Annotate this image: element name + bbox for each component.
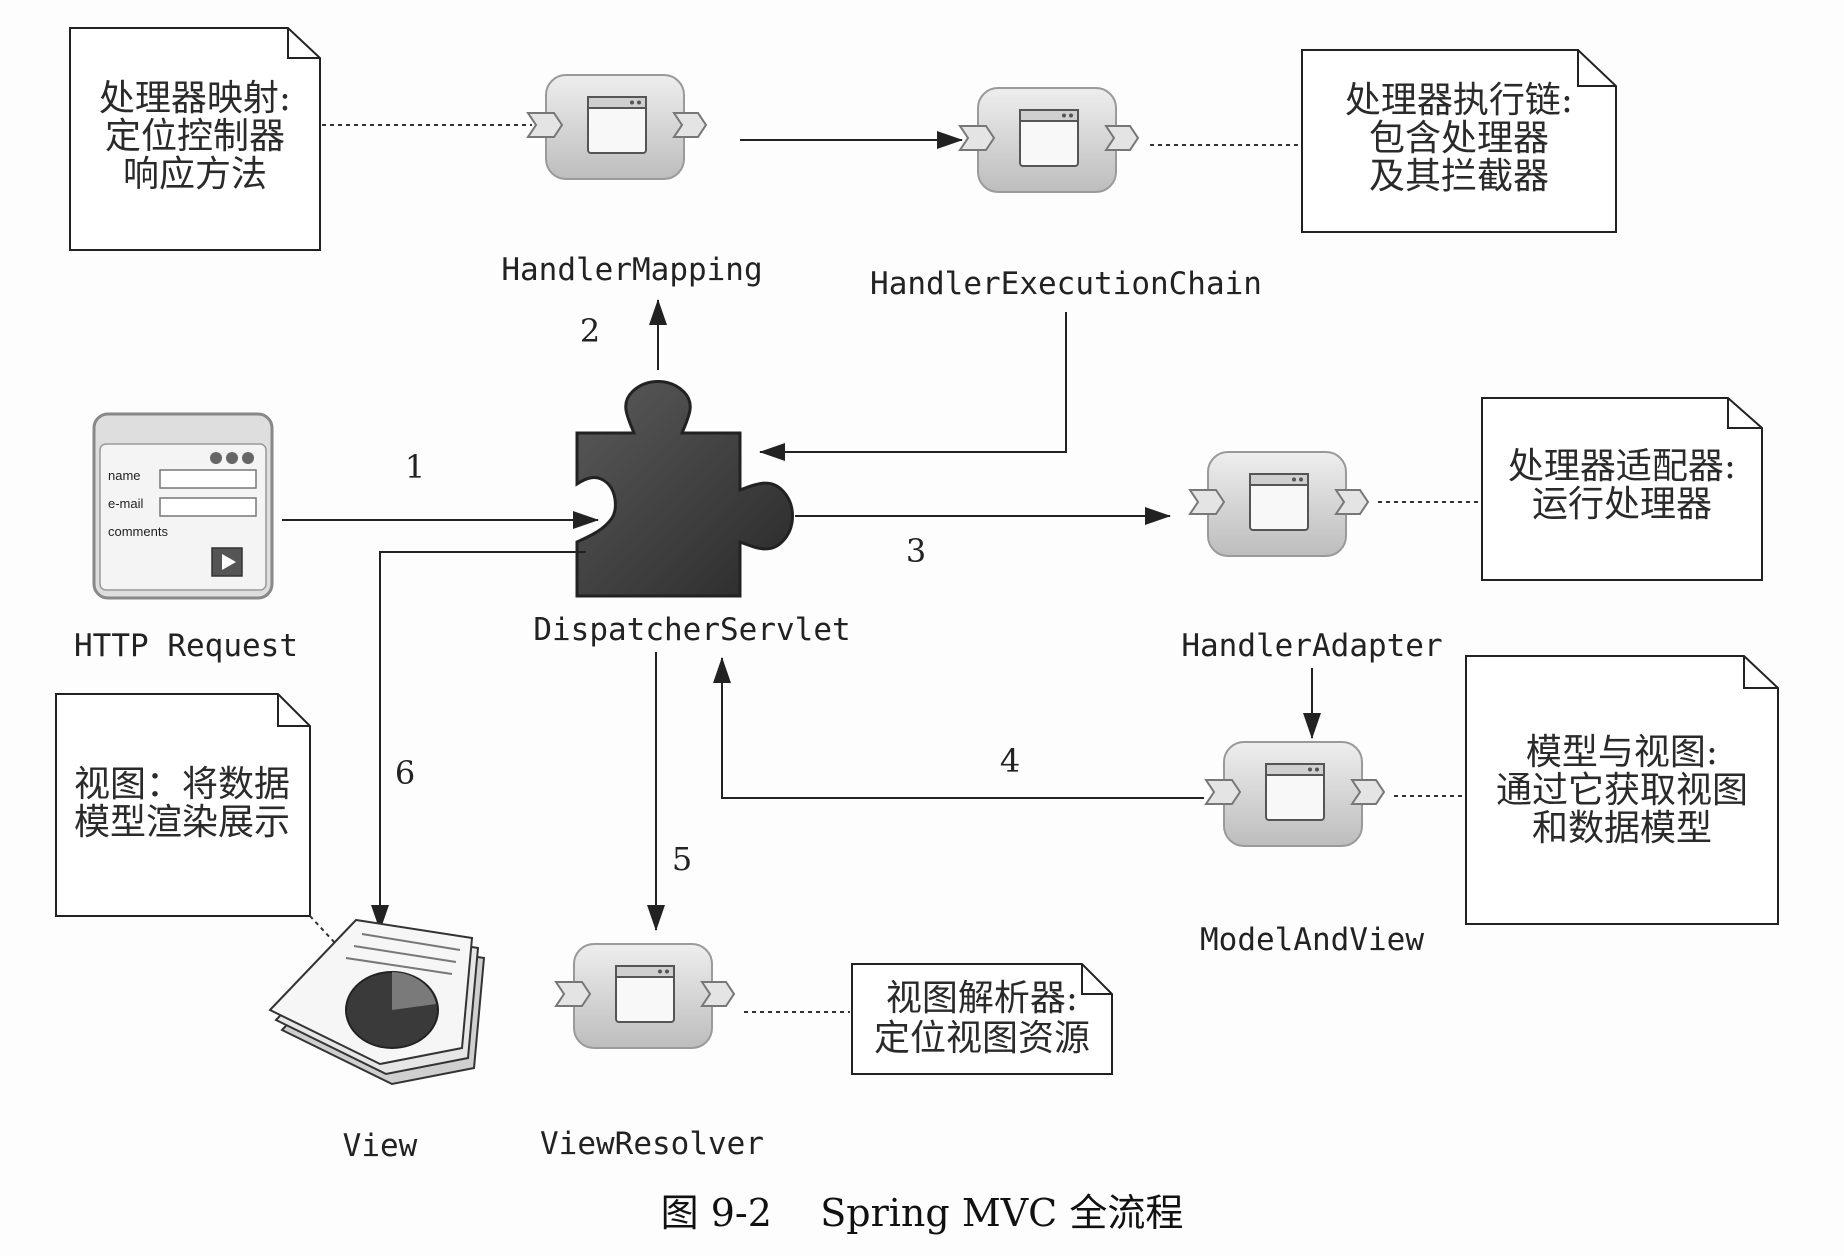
note-resolver-line1: 视图解析器:: [886, 978, 1078, 1019]
dispatcher-servlet-puzzle-icon: [575, 380, 794, 598]
note-mav-line3: 和数据模型: [1532, 808, 1712, 849]
note-model-and-view: 模型与视图: 通过它获取视图 和数据模型: [1465, 655, 1779, 925]
note-handler-mapping-line2: 定位控制器: [105, 116, 285, 157]
note-handler-mapping: 处理器映射: 定位控制器 响应方法: [69, 27, 321, 251]
form-name-field: [159, 469, 257, 489]
http-request-form-icon: name e-mail comments: [92, 412, 274, 600]
note-chain-line1: 处理器执行链:: [1345, 80, 1573, 121]
note-handler-adapter: 处理器适配器: 运行处理器: [1481, 397, 1763, 581]
arrow-step-6: [371, 551, 586, 931]
step-5-label: 5: [672, 840, 692, 878]
form-email-label: e-mail: [108, 496, 144, 511]
form-comments-label: comments: [108, 524, 168, 539]
label-http-request: HTTP Request: [74, 628, 298, 664]
view-document-stack-icon: [268, 918, 486, 1086]
step-3-label: 3: [906, 532, 926, 570]
note-chain-line3: 及其拦截器: [1369, 156, 1549, 197]
note-adapter-line1: 处理器适配器:: [1508, 446, 1736, 487]
step-6-label: 6: [395, 754, 415, 792]
step-4-label: 4: [1000, 742, 1020, 780]
label-view-resolver: ViewResolver: [540, 1126, 764, 1162]
arrow-chain-to-dispatcher: [759, 312, 1067, 461]
note-handler-mapping-line3: 响应方法: [123, 154, 267, 195]
label-handler-mapping: HandlerMapping: [501, 252, 762, 288]
form-email-field: [159, 497, 257, 517]
label-dispatcher-servlet: DispatcherServlet: [533, 612, 850, 648]
form-name-label: name: [108, 468, 141, 483]
note-resolver-line2: 定位视图资源: [874, 1018, 1090, 1059]
note-mav-line2: 通过它获取视图: [1496, 770, 1748, 811]
note-view-resolver: 视图解析器: 定位视图资源: [851, 963, 1113, 1075]
label-handler-execution-chain: HandlerExecutionChain: [870, 266, 1262, 302]
handler-adapter-component: [1189, 451, 1369, 557]
handler-execution-chain-component: [959, 87, 1139, 193]
label-handler-adapter: HandlerAdapter: [1181, 628, 1442, 664]
model-and-view-component: [1205, 741, 1385, 847]
note-handler-execution-chain: 处理器执行链: 包含处理器 及其拦截器: [1301, 49, 1617, 233]
figure-caption: 图 9-2 Spring MVC 全流程: [661, 1191, 1184, 1235]
label-view: View: [343, 1128, 418, 1164]
note-adapter-line2: 运行处理器: [1532, 484, 1712, 525]
note-chain-line2: 包含处理器: [1369, 118, 1549, 159]
note-view-line1: 视图：将数据: [74, 764, 290, 805]
note-view-line2: 模型渲染展示: [74, 802, 290, 843]
view-resolver-component: [555, 943, 735, 1049]
label-model-and-view: ModelAndView: [1200, 922, 1424, 958]
handler-mapping-component: [527, 74, 707, 180]
note-view: 视图：将数据 模型渲染展示: [55, 693, 311, 917]
note-handler-mapping-line1: 处理器映射:: [99, 78, 291, 119]
form-submit-button: [211, 547, 243, 577]
step-2-label: 2: [580, 312, 600, 350]
arrow-step-4: [713, 657, 1204, 799]
note-mav-line1: 模型与视图:: [1526, 732, 1718, 773]
step-1-label: 1: [405, 448, 425, 486]
